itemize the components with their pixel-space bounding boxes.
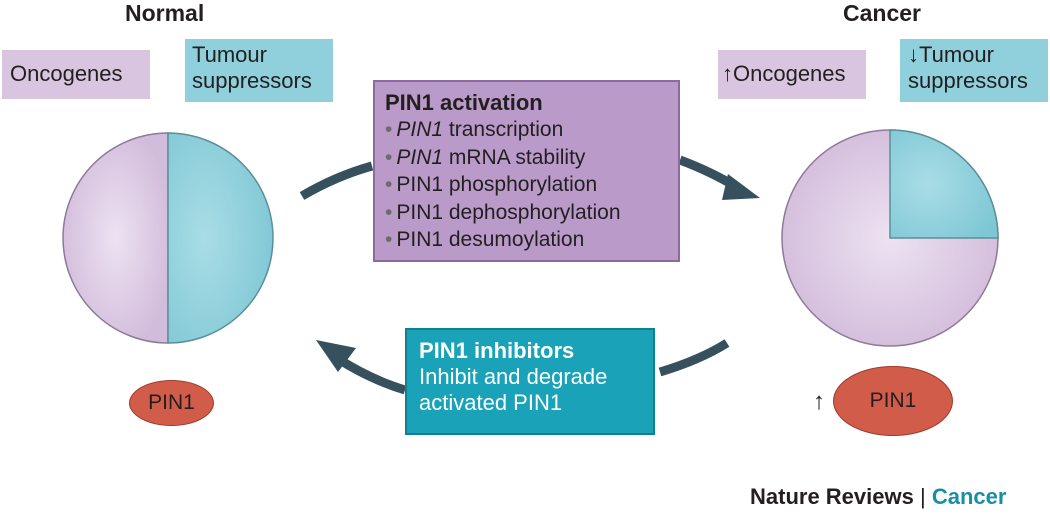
cancer-tumour-suppressors-label: ↓Tumour suppressors	[900, 39, 1048, 102]
normal-tumour-line2: suppressors	[192, 68, 312, 93]
bullet-icon: •	[385, 145, 393, 169]
inhibition-arrow	[316, 339, 730, 395]
normal-heading: Normal	[125, 0, 205, 26]
activation-item: •PIN1 transcription	[385, 118, 564, 141]
bullet-icon: •	[385, 173, 393, 196]
credit-part-b: Cancer	[931, 484, 1007, 509]
activation-list: •PIN1 transcription •PIN1 mRNA stability…	[385, 116, 668, 254]
cancer-pin1-up-arrow-icon: ↑	[813, 388, 825, 415]
normal-pie-tumour-slice	[167, 132, 274, 344]
credit-separator: |	[919, 484, 926, 509]
cancer-pie	[781, 129, 999, 347]
activation-arrow	[299, 155, 760, 200]
normal-tumour-line1: Tumour	[192, 42, 267, 67]
cancer-pin1: PIN1	[833, 366, 953, 436]
bullet-icon: •	[385, 228, 393, 251]
normal-pie	[62, 132, 274, 344]
bullet-icon: •	[385, 200, 393, 224]
activation-item: •PIN1 phosphorylation	[385, 173, 598, 196]
normal-pie-oncogene-slice	[62, 132, 169, 344]
activation-item: •PIN1 dephosphorylation	[385, 200, 621, 224]
cancer-heading: Cancer	[843, 0, 921, 26]
activation-box: PIN1 activation •PIN1 transcription •PIN…	[373, 80, 680, 262]
cancer-pie-tumour-slice	[889, 129, 999, 239]
inhibitors-line2: activated PIN1	[419, 390, 563, 415]
bullet-icon: •	[385, 118, 393, 141]
cancer-tumour-line1: ↓Tumour	[908, 42, 994, 67]
inhibitors-box: PIN1 inhibitors Inhibit and degrade acti…	[405, 328, 655, 435]
normal-tumour-suppressors-label: Tumour suppressors	[185, 39, 333, 102]
normal-pin1: PIN1	[129, 380, 214, 426]
credit-part-a: Nature Reviews	[750, 484, 914, 509]
normal-oncogenes-label: Oncogenes	[2, 50, 150, 99]
cancer-oncogenes-label: ↑Oncogenes	[718, 50, 866, 99]
activation-item: •PIN1 desumoylation	[385, 228, 585, 251]
inhibitors-line1: Inhibit and degrade	[419, 364, 608, 389]
journal-credit: Nature Reviews | Cancer	[750, 484, 1006, 510]
activation-item: •PIN1 mRNA stability	[385, 145, 586, 169]
activation-title: PIN1 activation	[385, 90, 543, 115]
cancer-tumour-line2: suppressors	[908, 68, 1028, 93]
inhibitors-title: PIN1 inhibitors	[419, 338, 575, 363]
